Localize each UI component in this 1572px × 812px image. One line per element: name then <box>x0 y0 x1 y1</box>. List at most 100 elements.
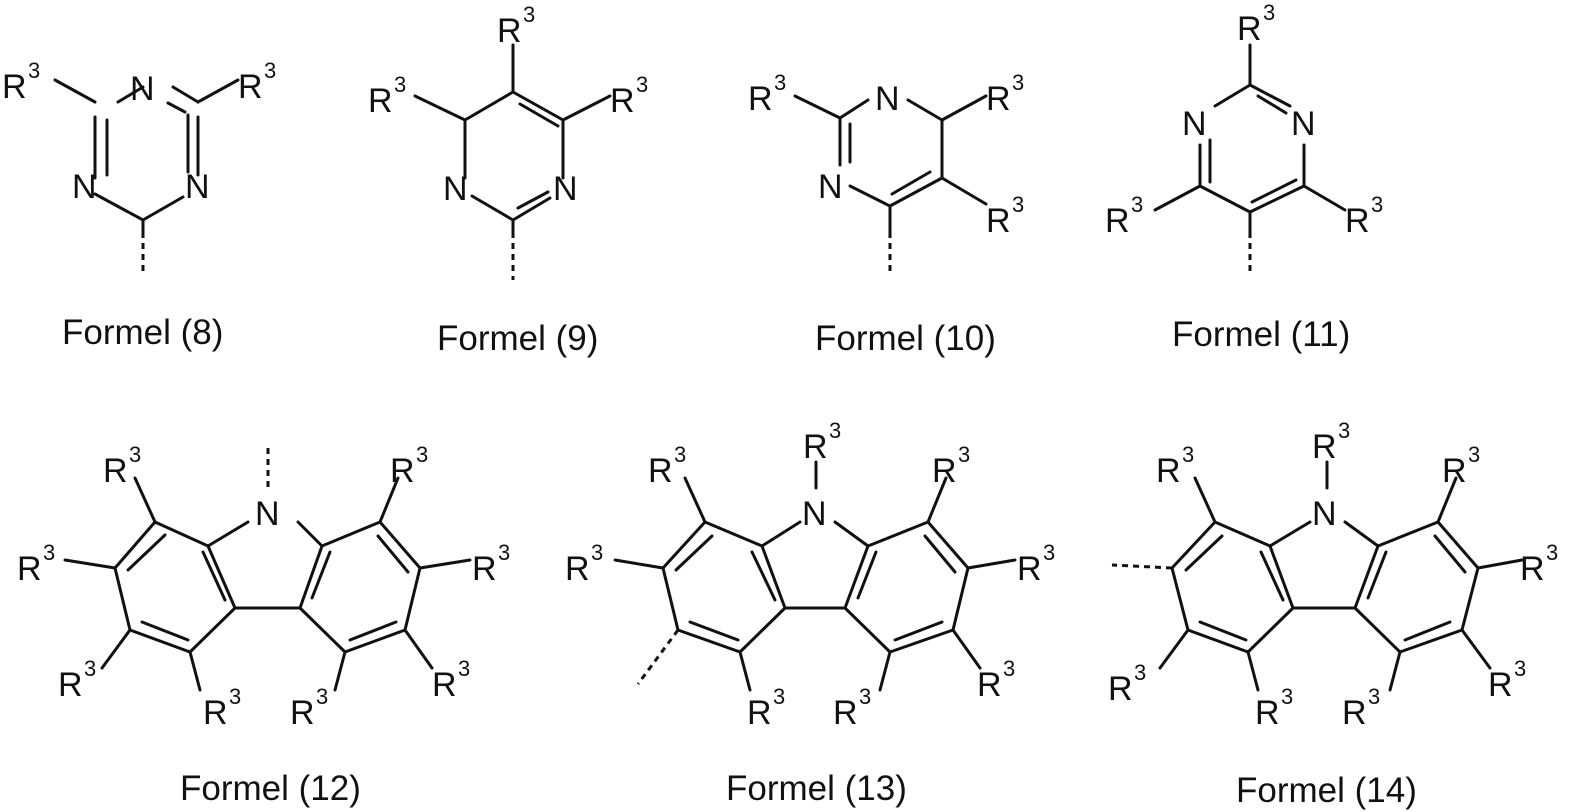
svg-text:R: R <box>497 12 522 50</box>
svg-text:R: R <box>986 80 1011 118</box>
svg-text:R: R <box>986 202 1011 240</box>
svg-text:R: R <box>1237 10 1262 48</box>
r3-substituent: R3 <box>290 684 328 732</box>
formula-caption: Formel (10) <box>815 319 996 358</box>
svg-text:R: R <box>238 68 263 106</box>
formula-10: N N R3 R3 R3 Formel (10) <box>748 70 1024 358</box>
nitrogen-atom: N <box>818 168 843 206</box>
svg-text:R: R <box>1488 666 1513 704</box>
svg-text:R: R <box>472 550 497 588</box>
r3-substituent: R3 <box>103 442 141 490</box>
svg-text:R: R <box>748 80 773 118</box>
r3-substituent: R3 <box>472 540 510 588</box>
svg-text:R: R <box>17 550 42 588</box>
svg-text:3: 3 <box>1043 540 1055 565</box>
svg-text:3: 3 <box>84 656 96 681</box>
r3-substituent: R3 <box>497 2 535 50</box>
r3-substituent: R3 <box>977 656 1015 704</box>
svg-text:3: 3 <box>498 540 510 565</box>
svg-text:3: 3 <box>1263 0 1275 25</box>
r3-substituent: R3 <box>986 192 1024 240</box>
nitrogen-atom: N <box>553 170 578 208</box>
formula-8: N N N R3 R3 Formel (8) <box>2 58 276 352</box>
r3-substituent: R3 <box>1105 192 1143 240</box>
svg-text:3: 3 <box>1368 684 1380 709</box>
svg-text:3: 3 <box>1182 442 1194 467</box>
svg-text:3: 3 <box>674 442 686 467</box>
formula-caption: Formel (14) <box>1236 771 1417 810</box>
svg-text:R: R <box>368 82 393 120</box>
r3-substituent: R3 <box>432 656 470 704</box>
formula-12: N R3 R3 R3 R3 R3 R3 R3 R3 Formel (12) <box>17 442 510 808</box>
svg-text:R: R <box>648 452 673 490</box>
svg-text:3: 3 <box>1012 70 1024 95</box>
svg-text:3: 3 <box>43 540 55 565</box>
nitrogen-atom: N <box>443 170 468 208</box>
svg-text:3: 3 <box>829 418 841 443</box>
svg-text:3: 3 <box>229 684 241 709</box>
formula-9: N N R3 R3 R3 Formel (9) <box>368 2 648 358</box>
r3-substituent: R3 <box>1442 442 1480 490</box>
svg-text:R: R <box>103 452 128 490</box>
svg-text:3: 3 <box>958 442 970 467</box>
svg-text:3: 3 <box>523 2 535 27</box>
formula-caption: Formel (11) <box>1172 315 1350 354</box>
nitrogen-atom: N <box>72 168 97 206</box>
nitrogen-atom: N <box>875 80 900 118</box>
r3-substituent: R3 <box>1488 656 1526 704</box>
nitrogen-atom: N <box>1312 495 1337 533</box>
r3-substituent: R3 <box>1017 540 1055 588</box>
svg-text:R: R <box>203 694 228 732</box>
r3-substituent: R3 <box>1156 442 1194 490</box>
svg-text:3: 3 <box>1514 656 1526 681</box>
r3-substituent: R3 <box>17 540 55 588</box>
r3-substituent: R3 <box>833 684 871 732</box>
r3-substituent: R3 <box>648 442 686 490</box>
svg-text:3: 3 <box>394 72 406 97</box>
svg-text:3: 3 <box>129 442 141 467</box>
svg-text:R: R <box>1255 694 1280 732</box>
svg-text:3: 3 <box>1003 656 1015 681</box>
formula-14: N R3 R3 R3 R3 R3 R3 R3 R3 Formel (14) <box>1108 418 1558 810</box>
formula-caption: Formel (13) <box>726 769 907 808</box>
svg-text:3: 3 <box>1338 418 1350 443</box>
r3-substituent: R3 <box>58 656 96 704</box>
formula-caption: Formel (12) <box>180 769 361 808</box>
r3-substituent: R3 <box>932 442 970 490</box>
svg-text:R: R <box>2 68 27 106</box>
nitrogen-atom: N <box>185 168 210 206</box>
formula-13: N R3 R3 R3 R3 R3 R3 R3 R3 Formel (13) <box>565 418 1055 808</box>
svg-text:R: R <box>610 82 635 120</box>
nitrogen-atom: N <box>1291 105 1316 143</box>
nitrogen-atom: N <box>130 70 155 108</box>
svg-text:3: 3 <box>591 540 603 565</box>
svg-text:3: 3 <box>859 684 871 709</box>
svg-text:3: 3 <box>773 684 785 709</box>
svg-text:R: R <box>1108 670 1133 708</box>
svg-text:R: R <box>747 694 772 732</box>
svg-text:R: R <box>390 452 415 490</box>
r3-substituent: R3 <box>368 72 406 120</box>
svg-text:3: 3 <box>1134 660 1146 685</box>
nitrogen-atom: N <box>802 495 827 533</box>
formula-11: N N R3 R3 R3 Formel (11) <box>1105 0 1383 354</box>
svg-text:3: 3 <box>1281 684 1293 709</box>
r3-substituent: R3 <box>803 418 841 466</box>
r3-substituent: R3 <box>565 540 603 588</box>
r3-substituent: R3 <box>238 58 276 106</box>
formula-caption: Formel (8) <box>62 313 223 352</box>
nitrogen-atom: N <box>1182 105 1207 143</box>
svg-text:R: R <box>1342 694 1367 732</box>
svg-text:R: R <box>932 452 957 490</box>
svg-text:R: R <box>1017 550 1042 588</box>
r3-substituent: R3 <box>986 70 1024 118</box>
svg-text:3: 3 <box>316 684 328 709</box>
r3-substituent: R3 <box>2 58 40 106</box>
svg-text:3: 3 <box>1468 442 1480 467</box>
svg-text:3: 3 <box>458 656 470 681</box>
svg-text:R: R <box>1520 550 1545 588</box>
svg-text:R: R <box>565 550 590 588</box>
svg-text:R: R <box>290 694 315 732</box>
svg-text:3: 3 <box>774 70 786 95</box>
